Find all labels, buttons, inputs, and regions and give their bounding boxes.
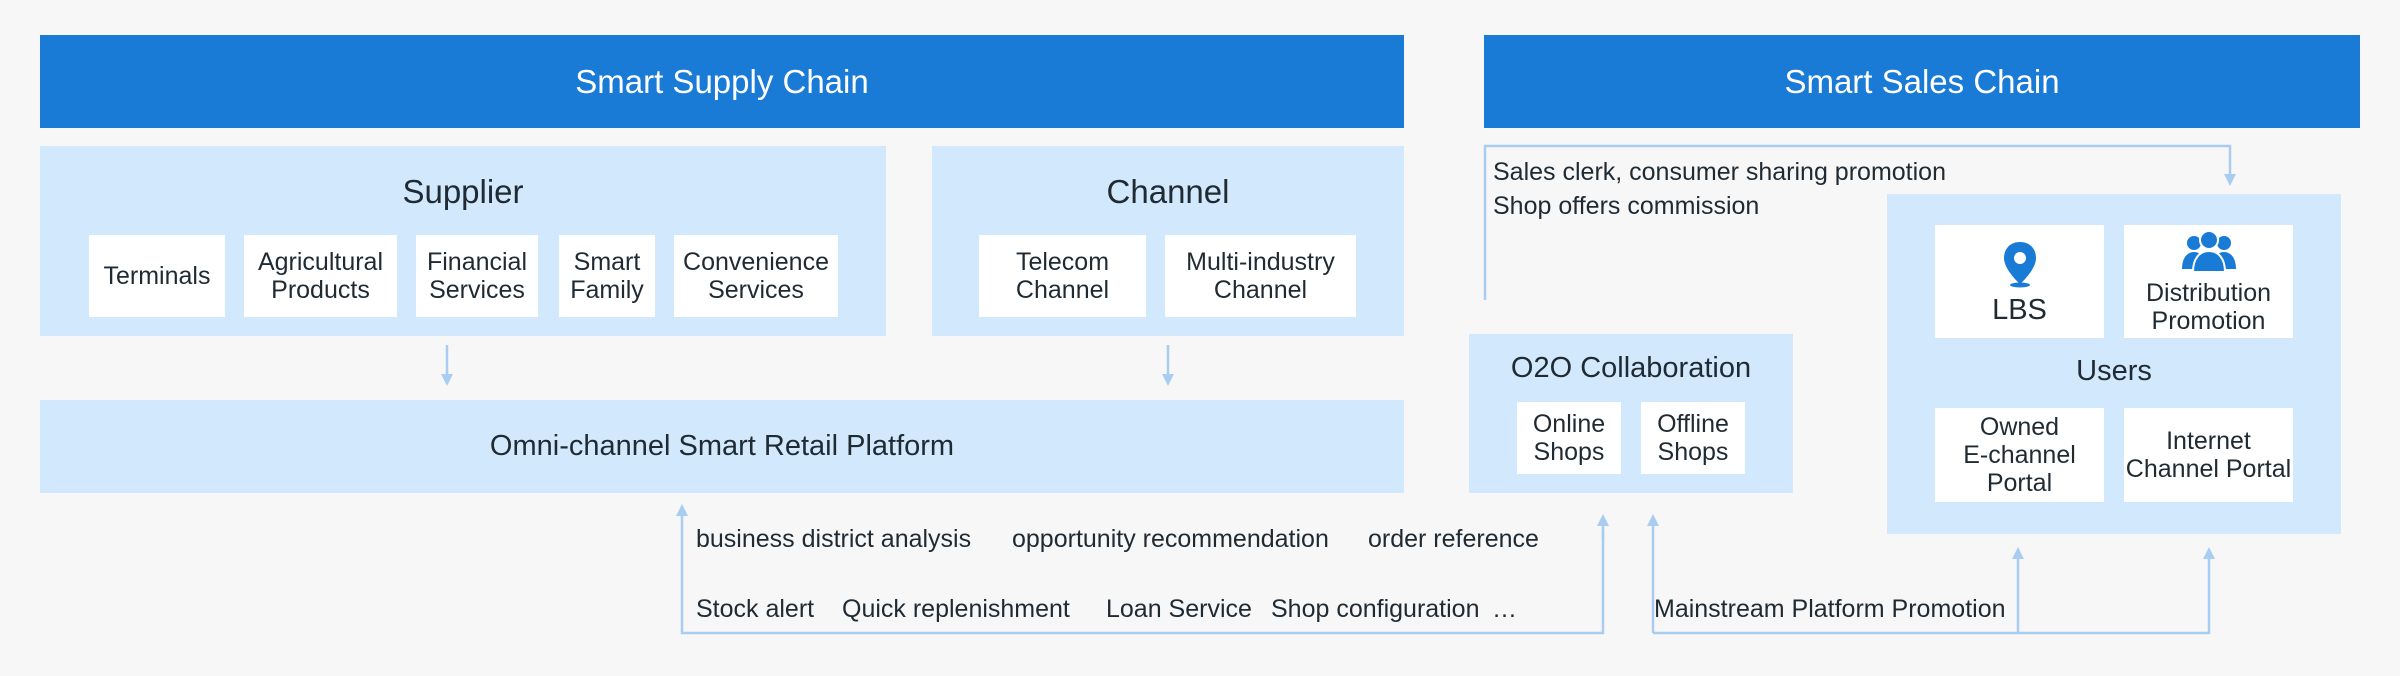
location-pin-icon <box>2003 241 2036 287</box>
service-order-reference: order reference <box>1368 525 1539 553</box>
services-loop-arrow <box>676 504 1605 635</box>
omni-channel-platform: Omni-channel Smart Retail Platform <box>40 400 1404 493</box>
supplier-title: Supplier <box>402 173 524 210</box>
o2o-item-online-shops: Online Shops <box>1517 402 1621 474</box>
promotion-line-2: Shop offers commission <box>1493 192 1760 220</box>
sales-chain-title: Smart Sales Chain <box>1784 62 2060 100</box>
supply-chain-header: Smart Supply Chain <box>40 35 1404 128</box>
owned-portal-arrow <box>1653 547 2215 635</box>
supplier-item-convenience: Convenience Services <box>674 235 838 317</box>
service-loan: Loan Service <box>1106 595 1252 623</box>
o2o-title: O2O Collaboration <box>1510 352 1752 384</box>
owned-e-channel-portal: Owned E-channel Portal <box>1935 408 2104 502</box>
people-group-icon <box>2181 229 2236 273</box>
internet-channel-portal: Internet Channel Portal <box>2124 408 2293 502</box>
supplier-item-smart-family: Smart Family <box>559 235 655 317</box>
sales-chain-header: Smart Sales Chain <box>1484 35 2360 128</box>
channel-title: Channel <box>1106 173 1230 210</box>
supplier-item-terminals: Terminals <box>89 235 225 317</box>
platform-label: Omni-channel Smart Retail Platform <box>489 430 955 462</box>
channel-item-telecom: Telecom Channel <box>979 235 1146 317</box>
promotion-bracket-arrow <box>1483 144 2236 300</box>
supplier-item-agricultural: Agricultural Products <box>244 235 397 317</box>
service-stock-alert: Stock alert <box>696 595 815 623</box>
distribution-promotion-label: Distribution Promotion <box>2145 278 2272 335</box>
mainstream-platform-promotion: Mainstream Platform Promotion <box>1654 595 2006 623</box>
distribution-promotion-card: Distribution Promotion <box>2124 225 2293 338</box>
lbs-card: LBS <box>1935 225 2104 338</box>
service-ellipsis: … <box>1492 595 1517 623</box>
channel-item-multi-industry: Multi-industry Channel <box>1165 235 1356 317</box>
supply-chain-title: Smart Supply Chain <box>575 62 869 100</box>
service-business-district: business district analysis <box>696 525 972 553</box>
o2o-item-offline-shops: Offline Shops <box>1641 402 1745 474</box>
service-shop-configuration: Shop configuration <box>1271 595 1480 623</box>
service-opportunity: opportunity recommendation <box>1012 525 1329 553</box>
lbs-label: LBS <box>1992 293 2047 326</box>
service-quick-replenishment: Quick replenishment <box>842 595 1070 623</box>
supplier-item-financial: Financial Services <box>416 235 538 317</box>
promotion-line-1: Sales clerk, consumer sharing promotion <box>1493 158 1946 186</box>
users-title: Users <box>2076 355 2152 387</box>
